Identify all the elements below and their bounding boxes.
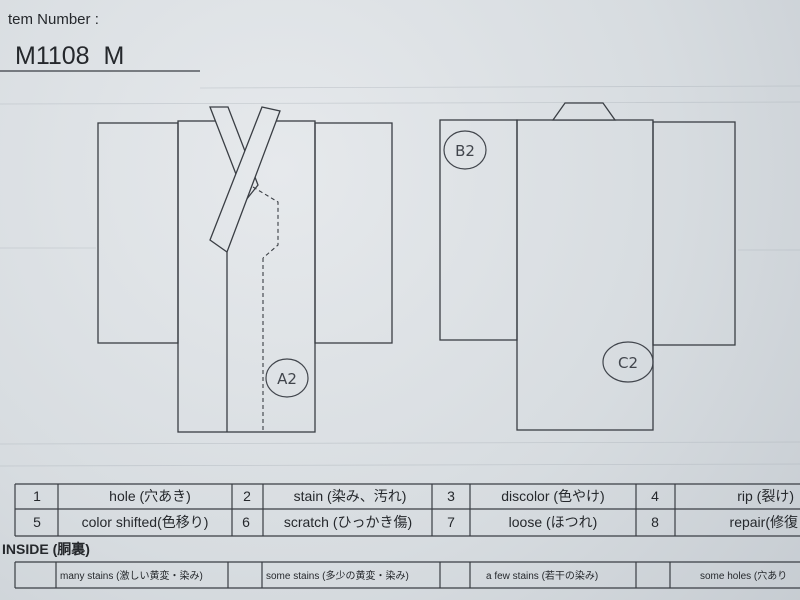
front-neck-opening	[228, 107, 262, 151]
inside-option-label: many stains (激しい黄変・染み)	[60, 569, 203, 582]
item-number-label: tem Number :	[8, 11, 99, 28]
damage-code-number: 1	[33, 488, 41, 504]
inside-option-label: some holes (穴あり	[700, 569, 787, 582]
mark-label: C2	[618, 354, 638, 372]
faint-line	[199, 85, 800, 89]
damage-code-number: 8	[651, 514, 659, 530]
damage-code-table: 1 hole (穴あき) 2 stain (染み、汚れ) 3 discolor …	[14, 483, 800, 537]
faint-line	[0, 463, 800, 467]
back-collar	[551, 102, 617, 121]
inside-option-label: some stains (多少の黄変・染み)	[266, 569, 409, 582]
front-hidden-panel-edge	[252, 186, 279, 259]
item-number-header: tem Number : M1108 M	[0, 11, 200, 72]
damage-code-number: 5	[33, 514, 41, 530]
damage-code-number: 4	[651, 488, 659, 504]
mark-label: B2	[455, 142, 475, 160]
damage-code-label: discolor (色やけ)	[501, 488, 604, 504]
item-number-value: M1108 M	[15, 42, 124, 70]
mark-circle	[602, 341, 654, 383]
mark-circle	[265, 358, 309, 398]
inside-option-label: a few stains (若干の染み)	[486, 569, 598, 582]
mark-label: A2	[277, 370, 297, 388]
damage-code-number: 2	[243, 488, 251, 504]
damage-code-label: rip (裂け)	[737, 488, 794, 504]
kimono-front-diagram: A2	[97, 106, 393, 433]
bleed-through-lines	[0, 85, 800, 467]
damage-code-label: hole (穴あき)	[109, 488, 191, 504]
back-damage-mark-1: B2	[443, 130, 487, 170]
damage-code-number: 7	[447, 514, 455, 530]
damage-code-label: stain (染み、汚れ)	[294, 488, 407, 504]
inside-section-label: INSIDE (胴裏)	[2, 541, 90, 557]
damage-code-label: color shifted(色移り)	[82, 514, 209, 530]
damage-code-label: repair(修復	[730, 514, 798, 530]
mark-circle	[443, 130, 487, 170]
faint-line	[0, 441, 800, 445]
damage-code-number: 3	[447, 488, 455, 504]
damage-code-label: loose (ほつれ)	[509, 514, 598, 530]
inside-condition-table: many stains (激しい黄変・染み) some stains (多少の黄…	[14, 561, 800, 589]
damage-code-number: 6	[242, 514, 250, 530]
kimono-back-diagram: B2 C2	[439, 102, 736, 431]
damage-code-label: scratch (ひっかき傷)	[284, 514, 412, 530]
front-damage-mark: A2	[265, 358, 309, 398]
faint-line	[0, 101, 800, 105]
back-damage-mark-2: C2	[602, 341, 654, 383]
